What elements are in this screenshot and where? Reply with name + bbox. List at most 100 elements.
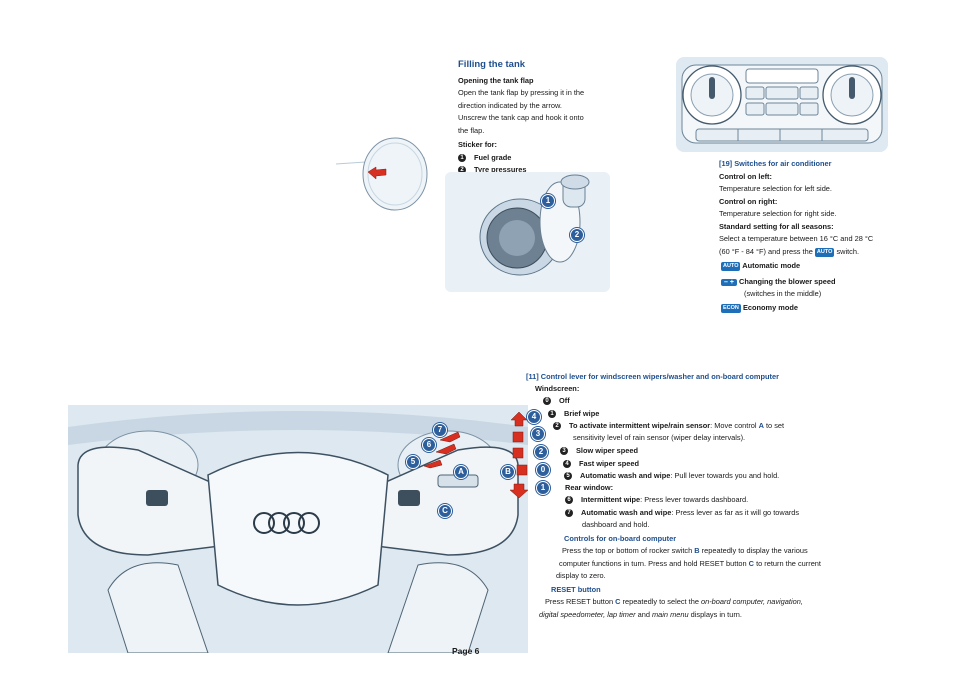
item-label: Fuel grade	[474, 153, 512, 162]
lever-callout-7: 7	[433, 423, 447, 437]
lever-callout-1: 1	[536, 481, 550, 495]
ac-econ-label: Economy mode	[742, 303, 798, 312]
tank-line-3: Unscrew the tank cap and hook it onto	[458, 113, 584, 122]
item-number: 5	[564, 472, 572, 481]
lever-callout-3: 3	[531, 427, 545, 441]
ac-std-line2-b: switch.	[836, 247, 860, 256]
item-number: 1	[548, 410, 556, 419]
reset-line1-a: Press RESET button	[545, 597, 616, 606]
ac-right-head: Control on right:	[719, 197, 778, 206]
obc-line1-a: Press the top or bottom of rocker switch	[562, 546, 695, 555]
obc-line1-b: repeatedly to display the various	[699, 546, 808, 555]
reset-line2-mid: and	[635, 610, 652, 619]
item-number: 3	[560, 447, 568, 456]
reset-line2-end: displays in turn.	[688, 610, 742, 619]
lever-callout-5: 5	[406, 455, 420, 469]
wiper-rearwash-text: : Press lever as far as it will go towar…	[671, 508, 800, 517]
control-a-key: A	[758, 421, 764, 430]
ac-std-head: Standard setting for all seasons:	[719, 222, 834, 231]
page-number: Page 6	[452, 646, 480, 656]
sticker-item-fuel: 1 Fuel grade	[458, 152, 511, 165]
wiper-off-row: 0 Off	[543, 395, 570, 408]
wiper-slow-row: 3 Slow wiper speed	[560, 445, 638, 458]
item-number: 6	[565, 496, 573, 505]
wiper-rearwash-row: 7 Automatic wash and wipe: Press lever as…	[565, 507, 799, 520]
reset-c-key: C	[615, 597, 621, 606]
obc-line3: display to zero.	[556, 571, 606, 580]
ac-right-text: Temperature selection for right side.	[719, 209, 837, 218]
obc-line1: Press the top or bottom of rocker switch…	[562, 545, 808, 558]
auto-badge-inline: AUTO	[814, 247, 835, 257]
wiper-brief-row: 1 Brief wipe	[548, 408, 599, 421]
tank-callout-1: 1	[541, 194, 555, 208]
obc-line2-a: computer functions in turn. Press and ho…	[559, 559, 749, 568]
wiper-fast-row: 4 Fast wiper speed	[563, 458, 639, 471]
ac-auto-row: AUTO Automatic mode	[721, 260, 800, 273]
wiper-interm-line2: sensitivity level of rain sensor (wiper …	[573, 433, 746, 442]
tank-line-2: direction indicated by the arrow.	[458, 100, 562, 110]
windscreen-head: Windscreen:	[535, 384, 580, 393]
wiper-interm-bold: To activate intermittent wipe/rain senso…	[569, 421, 711, 430]
tank-line-1: Open the tank flap by pressing it in the	[458, 88, 585, 97]
lever-callout-c: C	[438, 504, 452, 518]
item-label: Tyre pressures	[474, 165, 527, 174]
lever-callout-0: 0	[536, 463, 550, 477]
lever-callout-2: 2	[534, 445, 548, 459]
ac-title: [19] Switches for air conditioner	[719, 159, 832, 168]
wiper-intwipe-bold: Intermittent wipe	[581, 495, 641, 504]
item-number: 1	[458, 154, 466, 163]
obc-line2-b: to return the current	[754, 559, 821, 568]
econ-badge: ECON	[721, 303, 741, 313]
rear-wiper-arrows	[423, 431, 461, 469]
wiper-intwipe-text: : Press lever towards dashboard.	[640, 495, 749, 504]
wiper-autowash-row: 5 Automatic wash and wipe: Pull lever tow…	[564, 470, 779, 483]
ac-blower-sub: (switches in the middle)	[744, 289, 822, 298]
wiper-autowash-text: : Pull lever towards you and hold.	[670, 471, 780, 480]
reset-line1-italic: on-board computer, navigation,	[700, 597, 803, 606]
switch-b-key: B	[694, 546, 700, 555]
lever-callout-a: A	[454, 465, 468, 479]
lever-callout-4: 4	[527, 410, 541, 424]
ac-blower-label: Changing the blower speed	[739, 277, 836, 286]
ac-auto-label: Automatic mode	[742, 261, 801, 270]
obc-line2: computer functions in turn. Press and ho…	[559, 558, 821, 571]
wiper-rearwash-line2: dashboard and hold.	[582, 520, 650, 529]
wiper-fast-label: Fast wiper speed	[579, 459, 639, 468]
obc-head: Controls for on-board computer	[564, 534, 677, 543]
wiper-intwipe-row: 6 Intermittent wipe: Press lever towards …	[565, 494, 748, 507]
tank-title: Filling the tank	[458, 59, 526, 70]
wiper-autowash-bold: Automatic wash and wipe	[580, 471, 671, 480]
wiper-interm-text-a: : Move control	[710, 421, 759, 430]
wiper-interm-row: 2 To activate intermittent wipe/rain sens…	[553, 420, 784, 433]
button-c-key: C	[748, 559, 755, 568]
ac-left-text: Temperature selection for left side.	[719, 184, 832, 193]
wiper-off-label: Off	[559, 396, 570, 405]
reset-line2-italic-1: digital speedometer, lap timer	[539, 610, 636, 619]
wiper-slow-label: Slow wiper speed	[576, 446, 639, 455]
rear-window-head: Rear window:	[565, 483, 614, 492]
lever-callout-b: B	[501, 465, 515, 479]
reset-line2: digital speedometer, lap timer and main …	[539, 609, 742, 622]
sticker-label: Sticker for:	[458, 140, 498, 149]
reset-line1: Press RESET button C repeatedly to selec…	[545, 596, 803, 609]
ac-blower-row: – + Changing the blower speed	[721, 276, 836, 289]
wiper-brief-label: Brief wipe	[564, 409, 600, 418]
ac-std-line2-a: (60 °F - 84 °F) and press the	[719, 247, 813, 256]
ac-std-line2: (60 °F - 84 °F) and press the AUTO switc…	[719, 246, 859, 259]
tank-subtitle: Opening the tank flap	[458, 76, 534, 85]
reset-head: RESET button	[551, 585, 601, 594]
ac-std-line1: Select a temperature between 16 °C and 2…	[719, 234, 874, 243]
item-number: 4	[563, 460, 571, 469]
tank-cap-illustration	[445, 172, 610, 292]
tank-line-4: the flap.	[458, 125, 485, 135]
wiper-rearwash-bold: Automatic wash and wipe	[581, 508, 672, 517]
lever-callout-6: 6	[422, 438, 436, 452]
item-number: 7	[565, 509, 573, 518]
reset-line1-b: repeatedly to select the	[620, 597, 701, 606]
item-number: 2	[553, 422, 561, 431]
wiper-position-arrows	[509, 411, 529, 498]
item-number: 2	[458, 166, 466, 175]
ac-panel-illustration	[676, 57, 888, 152]
item-number: 0	[543, 397, 551, 406]
sticker-item-tyre: 2 Tyre pressures	[458, 164, 526, 177]
